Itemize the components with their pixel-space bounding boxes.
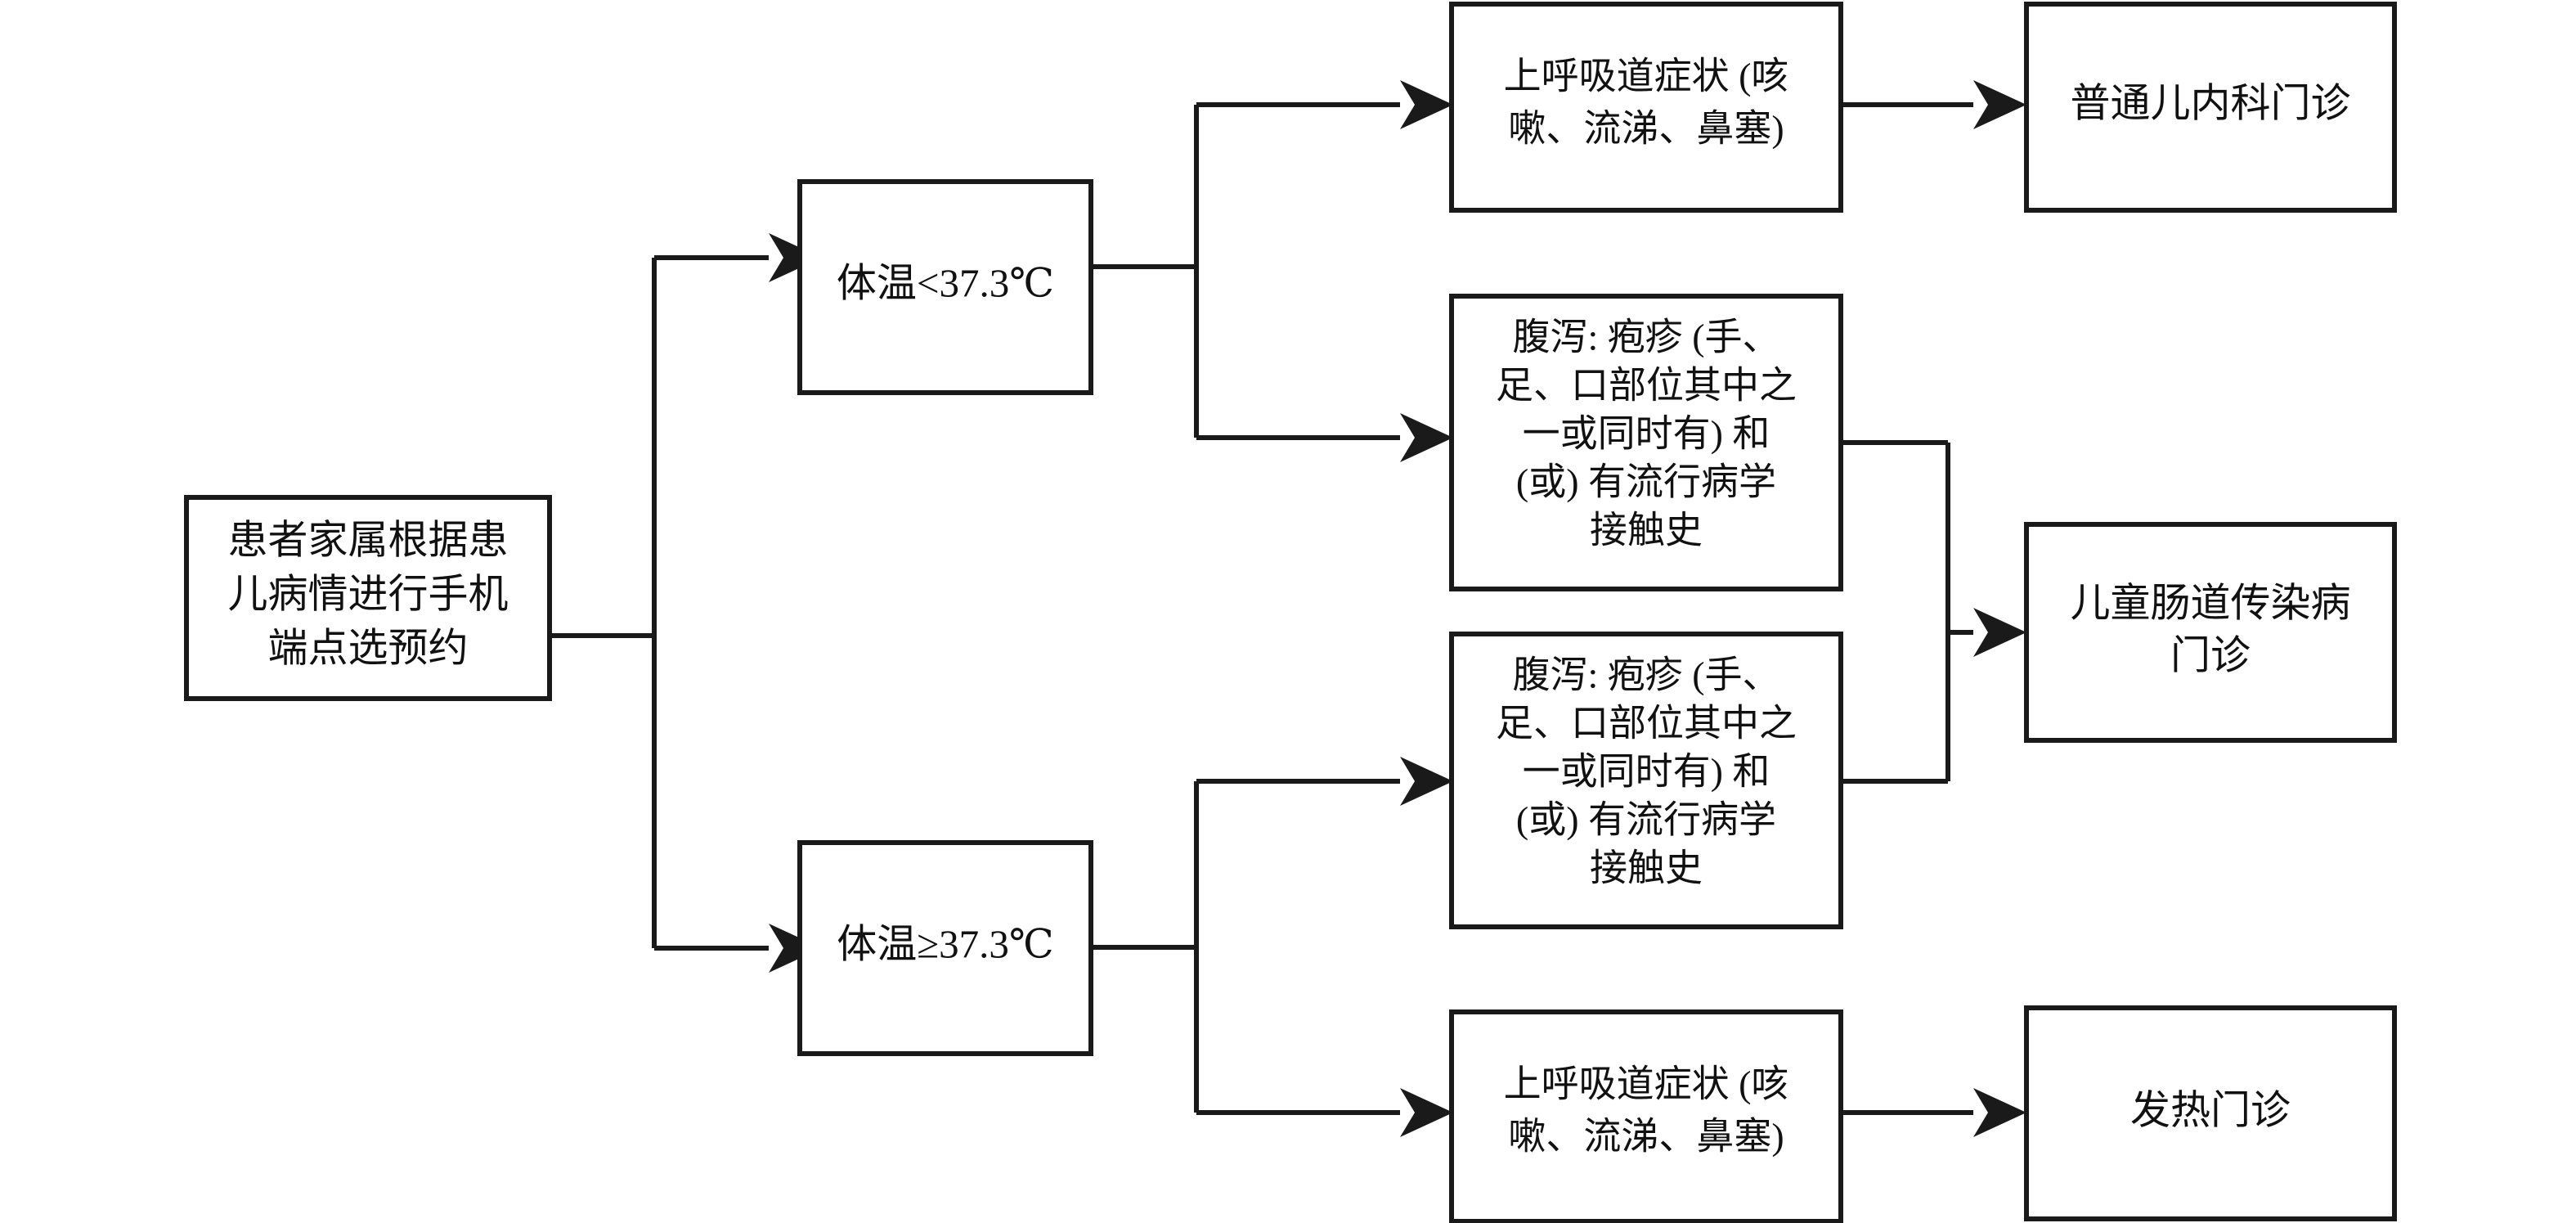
- edge-uri-top-to-general-clinic: [1841, 80, 2026, 129]
- node-enteric-top-label-line-5: 接触史: [1590, 510, 1703, 551]
- node-enteric-symptoms-top[interactable]: 腹泻: 疱疹 (手、 足、口部位其中之 一或同时有) 和 (或) 有流行病学 接…: [1449, 294, 1843, 591]
- edge-uri-bottom-to-fever-clinic: [1841, 1088, 2026, 1137]
- node-enteric-bottom-label-line-1: 腹泻: 疱疹 (手、: [1512, 654, 1779, 696]
- node-enteric-bottom-label-line-3: 一或同时有) 和: [1523, 751, 1770, 793]
- node-start-box[interactable]: [184, 495, 552, 701]
- arrow-head-enteric-clinic: [1973, 608, 2026, 657]
- node-clinic-fever[interactable]: 发热门诊: [2024, 1005, 2397, 1221]
- arrow-head-fever-clinic: [1973, 1088, 2026, 1137]
- node-enteric-top-label-line-1: 腹泻: 疱疹 (手、: [1512, 317, 1779, 358]
- node-temperature-low-label: 体温<37.3℃: [837, 260, 1054, 305]
- node-start-label-line-1: 患者家属根据患: [227, 517, 508, 562]
- arrow-head-temp-low: [769, 233, 822, 282]
- node-clinic-general-pediatrics-box[interactable]: [2024, 2, 2397, 213]
- node-clinic-enteric-label-line-2: 门诊: [2170, 632, 2251, 677]
- node-enteric-top-label-line-4: (或) 有流行病学: [1516, 461, 1776, 503]
- node-enteric-symptoms-bottom-box[interactable]: [1449, 632, 1843, 929]
- node-uri-bottom-label-line-2: 嗽、流涕、鼻塞): [1508, 1116, 1784, 1158]
- node-clinic-fever-label: 发热门诊: [2130, 1087, 2291, 1132]
- node-enteric-symptoms-bottom[interactable]: 腹泻: 疱疹 (手、 足、口部位其中之 一或同时有) 和 (或) 有流行病学 接…: [1449, 632, 1843, 929]
- node-clinic-enteric-infectious[interactable]: 儿童肠道传染病 门诊: [2024, 522, 2397, 743]
- node-enteric-top-label-line-2: 足、口部位其中之: [1496, 365, 1797, 407]
- node-clinic-fever-box[interactable]: [2024, 1005, 2397, 1221]
- node-start-label-line-3: 端点选预约: [267, 625, 468, 670]
- arrow-head-temp-high: [769, 924, 822, 973]
- edge-temp-low-to-symptoms: [1091, 80, 1453, 462]
- node-enteric-bottom-label-line-2: 足、口部位其中之: [1496, 703, 1797, 744]
- node-upper-respiratory-symptoms-top[interactable]: 上呼吸道症状 (咳 嗽、流涕、鼻塞): [1449, 2, 1843, 213]
- node-enteric-symptoms-top-box[interactable]: [1449, 294, 1843, 591]
- arrow-head-enteric-bottom: [1400, 757, 1453, 806]
- node-temperature-high-box[interactable]: [797, 840, 1093, 1056]
- arrow-head-uri-top: [1400, 80, 1453, 129]
- node-clinic-general-label: 普通儿内科门诊: [2070, 80, 2350, 125]
- edge-enteric-merge-to-enteric-clinic: [1841, 440, 2026, 784]
- node-clinic-enteric-infectious-box[interactable]: [2024, 522, 2397, 743]
- node-start[interactable]: 患者家属根据患 儿病情进行手机 端点选预约: [184, 495, 552, 701]
- node-start-label-line-2: 儿病情进行手机: [227, 571, 508, 616]
- arrow-head-uri-bottom: [1400, 1088, 1453, 1137]
- node-temperature-low-box[interactable]: [797, 179, 1093, 395]
- node-enteric-top-label-line-3: 一或同时有) 和: [1523, 413, 1770, 455]
- node-clinic-enteric-label-line-1: 儿童肠道传染病: [2070, 580, 2350, 625]
- node-temperature-high-label: 体温≥37.3℃: [837, 921, 1053, 966]
- arrow-head-enteric-top: [1400, 413, 1453, 462]
- node-upper-respiratory-symptoms-bottom[interactable]: 上呼吸道症状 (咳 嗽、流涕、鼻塞): [1449, 1009, 1843, 1223]
- node-uri-top-label-line-2: 嗽、流涕、鼻塞): [1508, 108, 1784, 150]
- node-temperature-low[interactable]: 体温<37.3℃: [797, 179, 1093, 395]
- node-uri-bottom-label-line-1: 上呼吸道症状 (咳: [1504, 1063, 1789, 1105]
- node-uri-top-label-line-1: 上呼吸道症状 (咳: [1504, 56, 1789, 97]
- node-temperature-high[interactable]: 体温≥37.3℃: [797, 840, 1093, 1056]
- node-upper-respiratory-symptoms-bottom-box[interactable]: [1449, 1009, 1843, 1223]
- arrow-head-general-clinic: [1973, 80, 2026, 129]
- node-clinic-general-pediatrics[interactable]: 普通儿内科门诊: [2024, 2, 2397, 213]
- edge-start-to-temperature-split: [550, 233, 822, 973]
- edge-temp-high-to-symptoms: [1091, 757, 1453, 1137]
- node-enteric-bottom-label-line-4: (或) 有流行病学: [1516, 799, 1776, 841]
- node-upper-respiratory-symptoms-top-box[interactable]: [1449, 2, 1843, 213]
- node-enteric-bottom-label-line-5: 接触史: [1590, 848, 1703, 889]
